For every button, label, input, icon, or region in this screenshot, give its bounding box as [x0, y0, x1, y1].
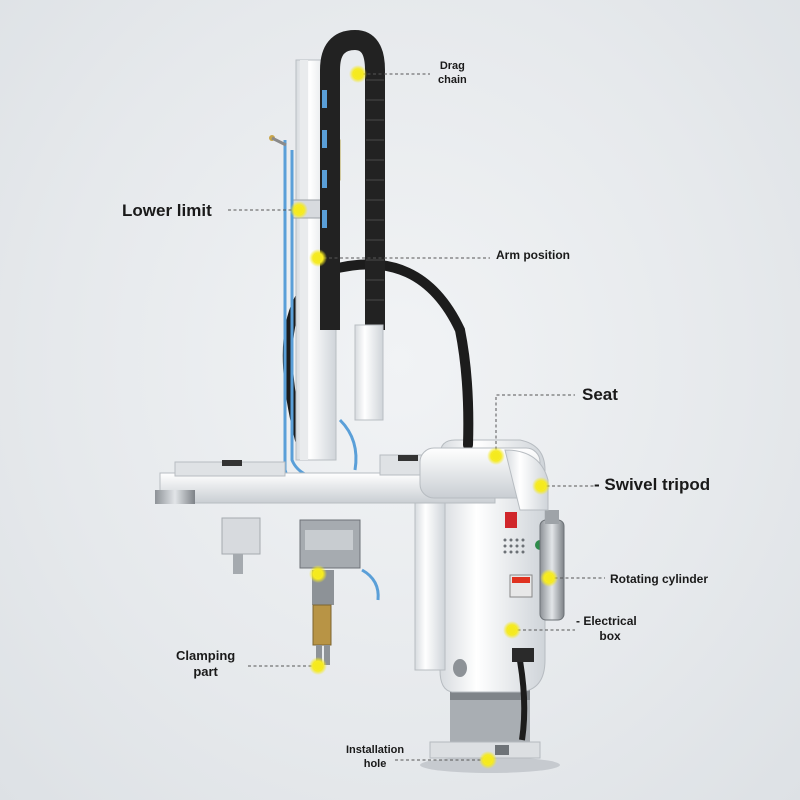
label-rotating-cylinder: Rotating cylinder	[610, 572, 709, 586]
air-hose-loop	[282, 259, 474, 450]
label-swivel-tripod: - Swivel tripod	[594, 475, 711, 494]
leader-lines	[228, 73, 605, 761]
swivel-dash: -	[594, 475, 605, 494]
label-clamping-part: Clamping part	[176, 648, 236, 680]
vent-holes	[503, 538, 525, 554]
gripper-assembly	[299, 519, 380, 665]
label-installation-hole: Installation hole	[346, 744, 405, 770]
drag-chain	[320, 29, 385, 330]
swivel-tripod	[504, 449, 549, 511]
horizontal-arm	[155, 447, 541, 504]
label-electrical-box: - Electrical box	[576, 614, 637, 643]
label-arm-position: Arm position	[496, 248, 570, 262]
sub-arm-block	[221, 517, 261, 574]
label-drag-chain: Drag chain	[438, 60, 467, 86]
electrical-dash: -	[576, 614, 584, 628]
label-lower-limit: Lower limit	[122, 201, 212, 220]
rotating-cylinder	[539, 510, 565, 621]
label-seat: Seat	[582, 385, 618, 404]
marker-dots	[290, 65, 558, 769]
power-switch	[505, 512, 517, 528]
chain-bracket	[354, 324, 384, 421]
base-pedestal	[429, 690, 541, 759]
